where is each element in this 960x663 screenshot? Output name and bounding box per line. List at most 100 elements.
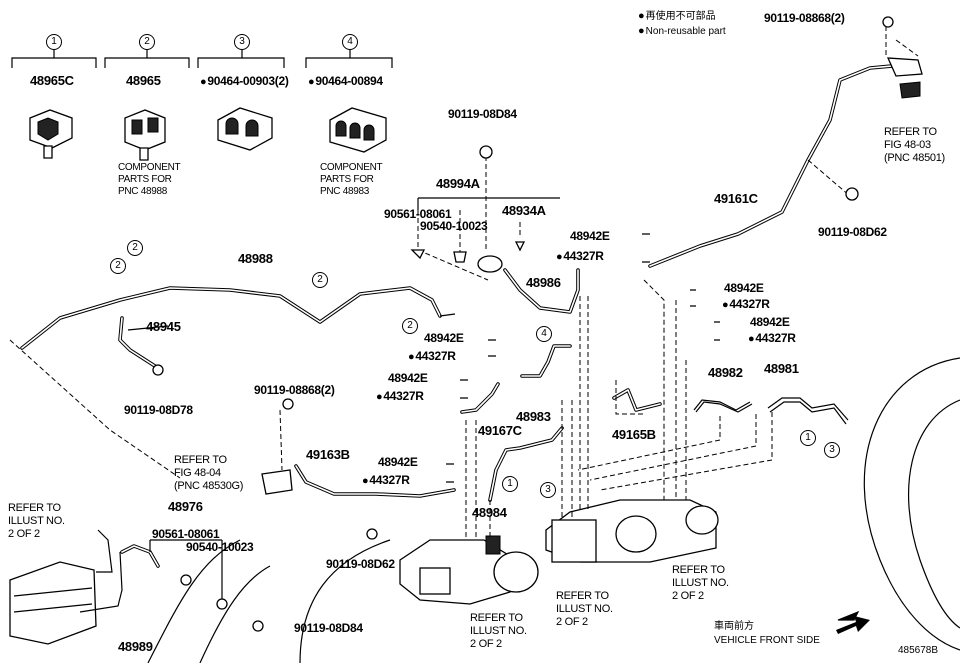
label-48994A: 48994A xyxy=(436,176,480,191)
label-48934A: 48934A xyxy=(502,203,546,218)
body-outline xyxy=(9,339,960,663)
callout-3: 3 xyxy=(540,482,556,498)
reservoir-tank xyxy=(9,529,123,645)
label-49167C: 49167C xyxy=(478,423,522,438)
label-49163B: 49163B xyxy=(306,447,350,462)
label-48976: 48976 xyxy=(168,499,203,514)
label-44327R-4-text: 44327R xyxy=(415,349,456,363)
tube-49165B xyxy=(612,388,662,412)
label-48984: 48984 xyxy=(472,505,507,520)
group-4-part: 90464-00894 xyxy=(308,75,383,89)
label-refer-illust-mid1: REFER TO ILLUST NO. 2 OF 2 xyxy=(470,612,527,650)
label-refer-48-03: REFER TO FIG 48-03 (PNC 48501) xyxy=(884,126,945,164)
group-2-part: 48965 xyxy=(126,73,161,88)
tube-49161C xyxy=(648,26,923,268)
diagram-code: 485678B xyxy=(898,645,939,656)
group-1-callout: 1 xyxy=(46,34,62,50)
front-arrow-icon xyxy=(836,616,870,634)
label-44327R-3-text: 44327R xyxy=(755,331,796,345)
label-48982: 48982 xyxy=(708,365,743,380)
label-44327R-6-text: 44327R xyxy=(369,473,410,487)
label-48942E-6: 48942E xyxy=(378,455,418,469)
group-4-part-text: 90464-00894 xyxy=(315,74,383,88)
label-44327R-5-text: 44327R xyxy=(383,389,424,403)
label-refer-illust-left: REFER TO ILLUST NO. 2 OF 2 xyxy=(8,502,65,540)
label-48942E-1: 48942E xyxy=(570,229,610,243)
label-44327R-6: 44327R xyxy=(362,474,410,488)
tube-48988 xyxy=(20,286,456,350)
group-3-callout: 3 xyxy=(234,34,250,50)
tube-48945 xyxy=(118,316,169,370)
callout-2: 2 xyxy=(127,240,143,256)
group-4-note: COMPONENT PARTS FOR PNC 48983 xyxy=(320,162,383,197)
label-refer-illust-right: REFER TO ILLUST NO. 2 OF 2 xyxy=(672,564,729,602)
label-90119-08D78: 90119-08D78 xyxy=(124,403,193,417)
tube-49163B xyxy=(261,409,456,498)
label-44327R-2-text: 44327R xyxy=(729,297,770,311)
label-44327R-1: 44327R xyxy=(556,250,604,264)
tube-48976 xyxy=(120,539,228,610)
label-90119-08868-mid: 90119-08868(2) xyxy=(254,383,335,397)
label-44327R-4: 44327R xyxy=(408,350,456,364)
label-48986: 48986 xyxy=(526,275,561,290)
callout-1: 1 xyxy=(800,430,816,446)
label-49165B: 49165B xyxy=(612,427,656,442)
wire-48981 xyxy=(767,397,849,425)
group-4-callout: 4 xyxy=(342,34,358,50)
label-48981: 48981 xyxy=(764,361,799,376)
label-90119-08D84-bot: 90119-08D84 xyxy=(294,621,363,635)
label-90561-08061-b: 90561-08061 xyxy=(152,527,220,541)
label-90561-08061-a: 90561-08061 xyxy=(384,207,452,221)
label-48942E-4: 48942E xyxy=(424,331,464,345)
clamp-48965-icon xyxy=(124,109,166,161)
label-48989: 48989 xyxy=(118,639,153,654)
group-2-note: COMPONENT PARTS FOR PNC 48988 xyxy=(118,162,181,197)
label-90119-08868-top: 90119-08868(2) xyxy=(764,11,845,25)
callout-2: 2 xyxy=(110,258,126,274)
label-90119-08D62-top: 90119-08D62 xyxy=(818,225,887,239)
label-90540-10023-a: 90540-10023 xyxy=(420,219,488,233)
label-48945: 48945 xyxy=(146,319,181,334)
label-90119-08D62-bot: 90119-08D62 xyxy=(326,557,395,571)
label-refer-illust-mid2: REFER TO ILLUST NO. 2 OF 2 xyxy=(556,590,613,628)
pump-assembly-right xyxy=(545,499,719,563)
label-48988: 48988 xyxy=(238,251,273,266)
label-49161C: 49161C xyxy=(714,191,758,206)
legend-en-text: Non-reusable part xyxy=(645,26,726,37)
label-90119-08D84-top: 90119-08D84 xyxy=(448,107,517,121)
group-3-part: 90464-00903(2) xyxy=(200,75,289,89)
tube-48986 xyxy=(503,268,580,314)
group-1-part: 48965C xyxy=(30,73,74,88)
tube-49167C xyxy=(460,382,500,414)
clamp-90464-00894-icon xyxy=(329,107,387,153)
callout-1: 1 xyxy=(502,476,518,492)
clamp-90464-00903-icon xyxy=(217,107,273,151)
label-90540-10023-b: 90540-10023 xyxy=(186,540,254,554)
label-44327R-3: 44327R xyxy=(748,332,796,346)
group-brackets xyxy=(11,50,393,68)
callout-3: 3 xyxy=(824,442,840,458)
label-44327R-5: 44327R xyxy=(376,390,424,404)
leader-lines xyxy=(465,279,773,540)
clamp-48965C-icon xyxy=(29,109,73,159)
fittings-48994A xyxy=(410,145,560,281)
label-48942E-5: 48942E xyxy=(388,371,428,385)
bolts xyxy=(152,16,894,632)
tube-48984 xyxy=(488,426,564,502)
front-label-en: VEHICLE FRONT SIDE xyxy=(714,635,820,646)
callout-2: 2 xyxy=(312,272,328,288)
legend-en: Non-reusable part xyxy=(638,24,726,39)
group-2-callout: 2 xyxy=(139,34,155,50)
label-48983: 48983 xyxy=(516,409,551,424)
group-3-part-text: 90464-00903(2) xyxy=(207,74,289,88)
callout-2: 2 xyxy=(402,318,418,334)
label-44327R-2: 44327R xyxy=(722,298,770,312)
callout-4: 4 xyxy=(536,326,552,342)
tube-48983 xyxy=(520,344,572,378)
legend-jp-text: 再使用不可部品 xyxy=(645,11,716,22)
front-label-jp: 車両前方 xyxy=(714,621,754,632)
label-refer-48-04: REFER TO FIG 48-04 (PNC 48530G) xyxy=(174,454,244,492)
pump-assembly-center xyxy=(399,535,539,605)
